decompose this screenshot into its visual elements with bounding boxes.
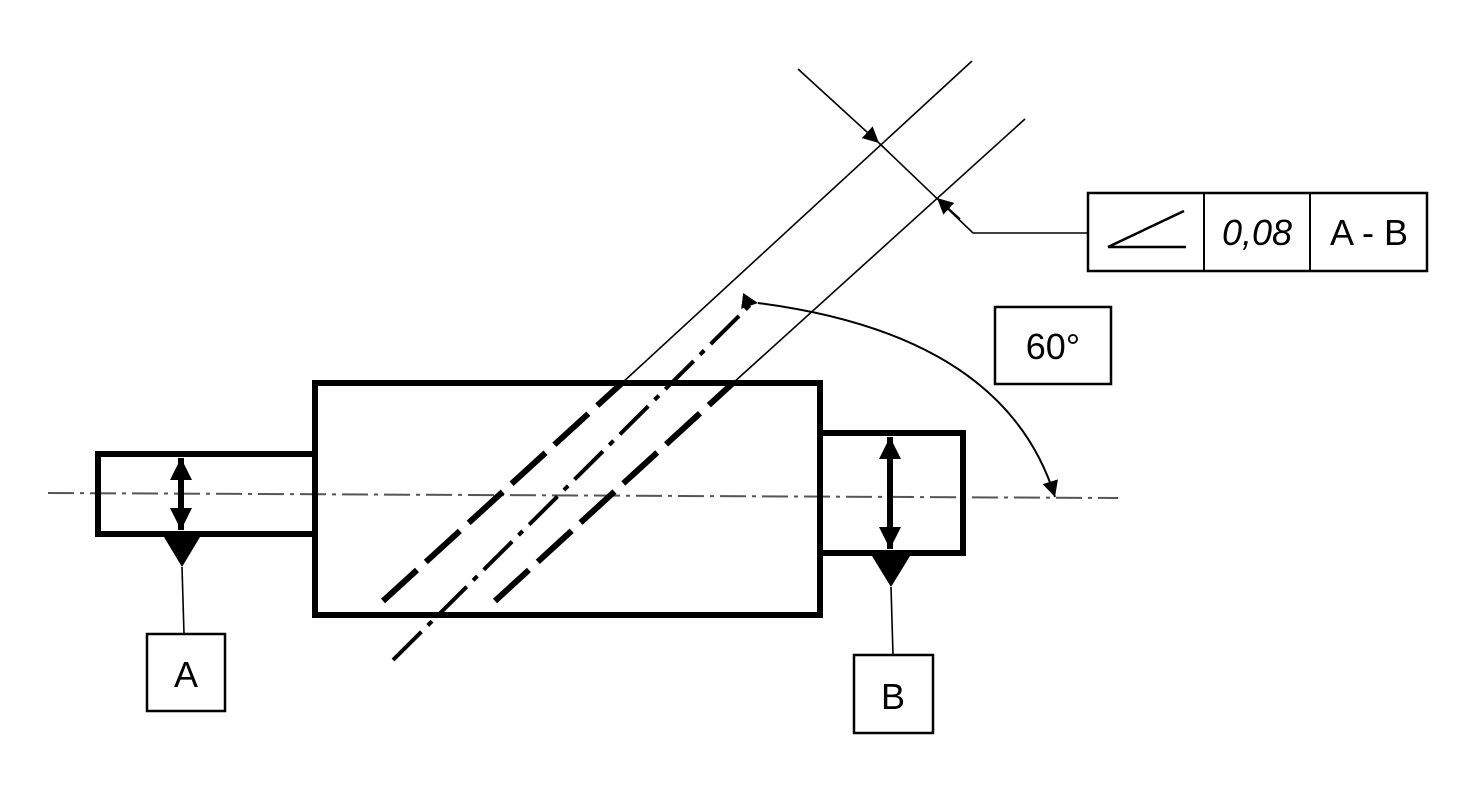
tolerance-width-leader-upper xyxy=(797,68,880,144)
tolerance-zone-line-lower xyxy=(732,118,1026,384)
left-shaft xyxy=(95,451,313,537)
inclined-hole-hidden-edge-right xyxy=(492,380,736,604)
feature-control-frame: 0,08 A - B xyxy=(1086,191,1429,273)
angle-dimension-arc xyxy=(741,293,1058,498)
angle-label-box: 60° xyxy=(993,305,1113,386)
datum-a-label: A xyxy=(174,654,198,695)
angularity-symbol-icon xyxy=(1107,209,1186,249)
datum-reference: A - B xyxy=(1330,212,1408,253)
axis-centerline xyxy=(47,492,1119,499)
datum-a-triangle xyxy=(164,537,200,567)
tolerance-zone-line-upper xyxy=(621,60,973,384)
tolerance-width-leader-lower xyxy=(878,142,1088,234)
main-body xyxy=(312,380,823,618)
inclined-hole-axis xyxy=(391,300,755,662)
datum-a-box: A xyxy=(145,632,227,713)
datum-a-leader xyxy=(181,566,185,635)
datum-b-box: B xyxy=(852,653,935,735)
datum-b-triangle xyxy=(872,556,910,587)
angle-value: 60° xyxy=(1026,326,1080,367)
datum-b-leader xyxy=(890,586,894,656)
datum-b-label: B xyxy=(881,676,905,717)
inclined-hole-hidden-edge-left xyxy=(380,380,625,604)
tolerance-width-arrow-lower xyxy=(936,197,961,220)
tolerance-value: 0,08 xyxy=(1222,212,1292,253)
